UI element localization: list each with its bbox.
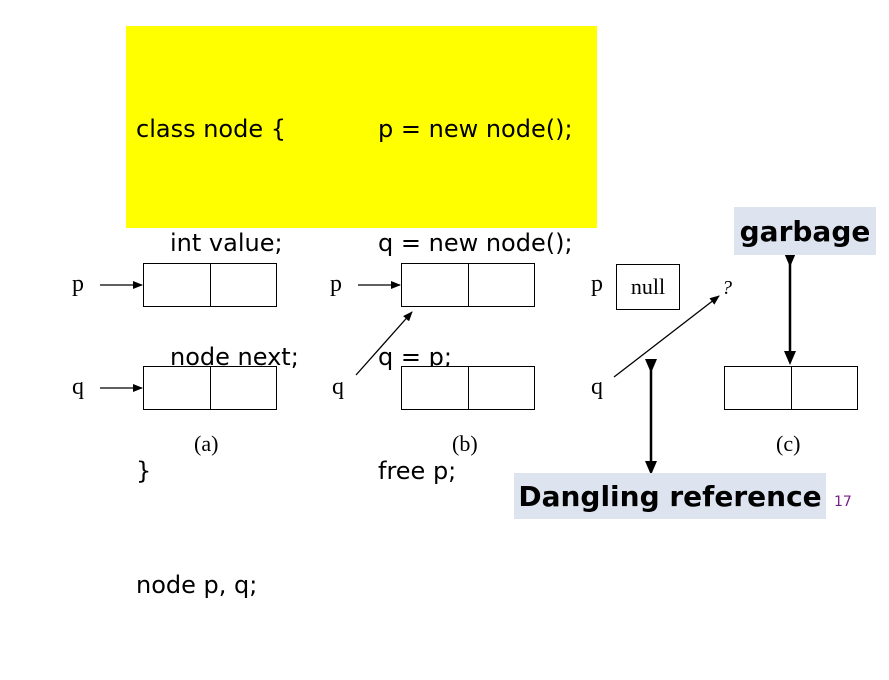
node-box-b-bottom [401,366,535,410]
garbage-callout: garbage [734,207,876,255]
code-line: } [136,457,152,485]
code-block: class node { int value; node next; } nod… [126,26,597,599]
code-statements: p = new node(); q = new node(); q = p; f… [378,34,573,566]
arrow-q-to-unknown [613,295,720,378]
node-value-field [144,367,211,409]
code-line: q = p; [378,343,452,371]
node-value-field [402,367,469,409]
arrow-q-to-node-b [355,311,413,376]
code-line: p = new node(); [378,115,573,143]
arrows-layer [100,253,796,475]
dangling-reference-callout: Dangling reference [514,473,826,519]
pointer-label-q-b: q [332,374,344,400]
node-value-field [402,264,469,306]
code-line: q = new node(); [378,229,573,257]
null-box: null [616,264,680,310]
code-line: int value; [170,229,283,257]
node-box-a-bottom [143,366,277,410]
page-number: 17 [834,494,852,510]
node-box-b-top [401,263,535,307]
node-value-field [144,264,211,306]
caption-c: (c) [776,431,801,456]
caption-a: (a) [194,431,219,456]
node-box-c-garbage [724,366,858,410]
code-line: node p, q; [136,571,258,599]
pointer-label-q-c: q [591,374,603,400]
code-line: free p; [378,457,457,485]
code-line: class node { [136,115,286,143]
node-box-a-top [143,263,277,307]
pointer-label-p-a: p [72,271,84,297]
pointer-label-q-a: q [72,374,84,400]
node-value-field [725,367,792,409]
unknown-target-label: ? [722,277,732,299]
pointer-label-p-c: p [591,271,603,297]
pointer-label-p-b: p [330,271,342,297]
caption-b: (b) [452,431,478,456]
